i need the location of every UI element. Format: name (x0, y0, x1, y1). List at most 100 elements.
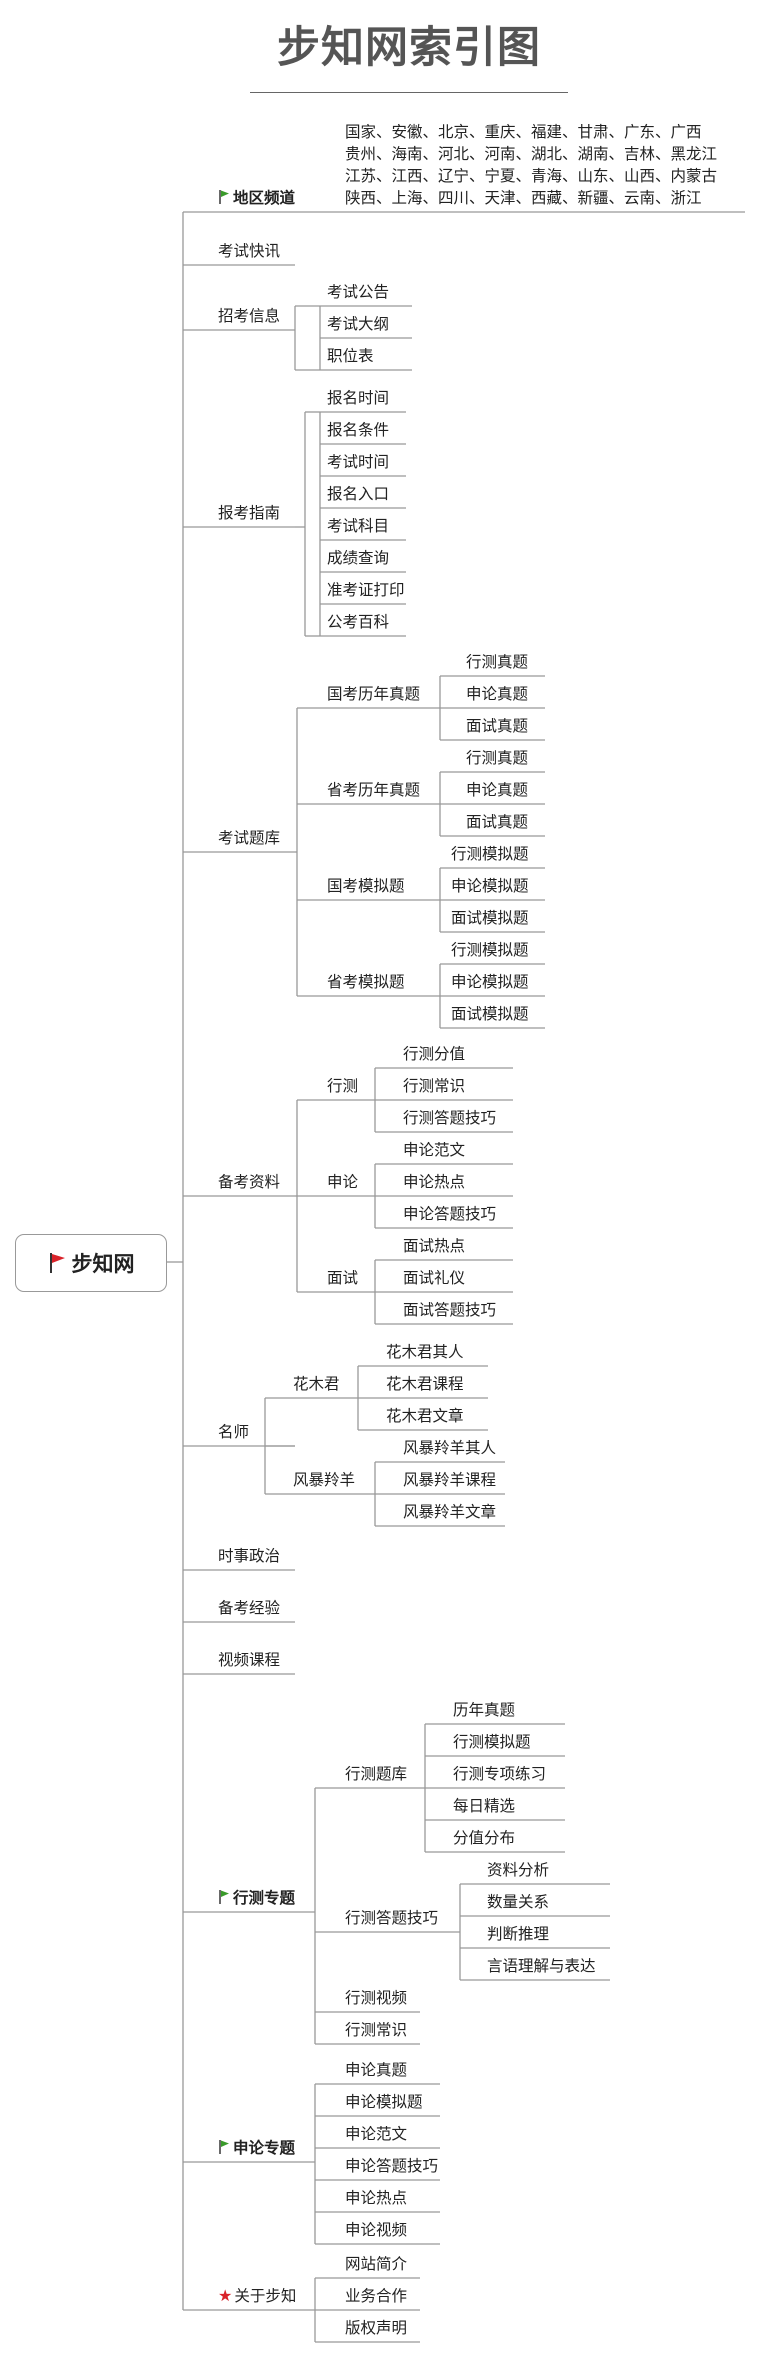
xingce-tiku-item[interactable]: 分值分布 (453, 1828, 515, 1848)
baokao-item[interactable]: 考试科目 (327, 516, 389, 536)
beikao-group[interactable]: 行测 (327, 1076, 358, 1096)
about-item[interactable]: 版权声明 (345, 2318, 407, 2338)
mingshi-item[interactable]: 风暴羚羊课程 (403, 1470, 496, 1490)
branch-jingyan[interactable]: 备考经验 (218, 1598, 280, 1618)
beikao-item-text: 面试答题技巧 (403, 1301, 497, 1319)
mingshi-item[interactable]: 风暴羚羊文章 (403, 1502, 496, 1522)
root-node[interactable]: 步知网 (15, 1234, 167, 1292)
branch-tiku[interactable]: 考试题库 (218, 828, 280, 848)
beikao-item[interactable]: 面试热点 (403, 1236, 465, 1256)
tiku-item-text: 面试模拟题 (451, 1005, 529, 1023)
branch-region[interactable]: 地区频道 (218, 188, 295, 208)
mingshi-item[interactable]: 风暴羚羊其人 (403, 1438, 496, 1458)
branch-about-text: 关于步知 (234, 2287, 297, 2305)
shenlun-item[interactable]: 申论真题 (345, 2060, 407, 2080)
baokao-item[interactable]: 报名条件 (327, 420, 389, 440)
xingce-changshi[interactable]: 行测常识 (345, 2020, 407, 2040)
mingshi-group[interactable]: 风暴羚羊 (293, 1470, 355, 1490)
tiku-group-text: 国考模拟题 (327, 877, 405, 895)
tiku-item[interactable]: 行测模拟题 (451, 844, 529, 864)
mingshi-item[interactable]: 花木君其人 (386, 1342, 464, 1362)
tiku-item[interactable]: 面试模拟题 (451, 1004, 529, 1024)
baokao-item[interactable]: 成绩查询 (327, 548, 389, 568)
zhaokao-item[interactable]: 职位表 (327, 346, 374, 366)
xingce-jiqiao-item[interactable]: 言语理解与表达 (487, 1956, 596, 1976)
tiku-item[interactable]: 申论模拟题 (451, 876, 529, 896)
tiku-item[interactable]: 面试模拟题 (451, 908, 529, 928)
tiku-group[interactable]: 国考历年真题 (327, 684, 420, 704)
tiku-item[interactable]: 行测模拟题 (451, 940, 529, 960)
baokao-item[interactable]: 报名入口 (327, 484, 389, 504)
beikao-item[interactable]: 行测答题技巧 (403, 1108, 496, 1128)
branch-baokao[interactable]: 报考指南 (218, 503, 280, 523)
beikao-item[interactable]: 面试答题技巧 (403, 1300, 496, 1320)
xingce-video[interactable]: 行测视频 (345, 1988, 407, 2008)
zhaokao-item-text: 考试公告 (327, 283, 390, 301)
shenlun-item[interactable]: 申论范文 (345, 2124, 407, 2144)
branch-kuaixun[interactable]: 考试快讯 (218, 241, 280, 261)
beikao-item[interactable]: 行测常识 (403, 1076, 465, 1096)
branch-shenlun[interactable]: 申论专题 (218, 2138, 295, 2158)
shenlun-item[interactable]: 申论模拟题 (345, 2092, 423, 2112)
beikao-group[interactable]: 面试 (327, 1268, 358, 1288)
tiku-group[interactable]: 省考模拟题 (327, 972, 405, 992)
beikao-item[interactable]: 申论答题技巧 (403, 1204, 496, 1224)
xingce-jiqiao-item[interactable]: 判断推理 (487, 1924, 549, 1944)
tiku-item[interactable]: 行测真题 (466, 652, 528, 672)
tiku-group[interactable]: 省考历年真题 (327, 780, 420, 800)
about-item[interactable]: 网站简介 (345, 2254, 407, 2274)
beikao-item[interactable]: 申论范文 (403, 1140, 465, 1160)
xingce-jiqiao[interactable]: 行测答题技巧 (345, 1908, 438, 1928)
tiku-item[interactable]: 申论真题 (466, 684, 528, 704)
branch-zhaokao[interactable]: 招考信息 (218, 306, 280, 326)
tiku-item[interactable]: 申论真题 (466, 780, 528, 800)
title-underline (250, 92, 568, 93)
zhaokao-item[interactable]: 考试公告 (327, 282, 389, 302)
tiku-item[interactable]: 面试真题 (466, 812, 528, 832)
branch-mingshi[interactable]: 名师 (218, 1422, 249, 1442)
beikao-item[interactable]: 申论热点 (403, 1172, 465, 1192)
branch-tiku-text: 考试题库 (218, 829, 281, 847)
baokao-item[interactable]: 准考证打印 (327, 580, 405, 600)
shenlun-item[interactable]: 申论答题技巧 (345, 2156, 438, 2176)
branch-xingce[interactable]: 行测专题 (218, 1888, 295, 1908)
baokao-item[interactable]: 考试时间 (327, 452, 389, 472)
tiku-item[interactable]: 面试真题 (466, 716, 528, 736)
mingshi-item[interactable]: 花木君文章 (386, 1406, 464, 1426)
beikao-item[interactable]: 行测分值 (403, 1044, 465, 1064)
xingce-jiqiao-item[interactable]: 数量关系 (487, 1892, 549, 1912)
xingce-tiku-item[interactable]: 历年真题 (453, 1700, 515, 1720)
xingce-tiku[interactable]: 行测题库 (345, 1764, 407, 1784)
branch-shipin[interactable]: 视频课程 (218, 1650, 280, 1670)
xingce-tiku-item[interactable]: 每日精选 (453, 1796, 515, 1816)
zhaokao-item[interactable]: 考试大纲 (327, 314, 389, 334)
tiku-group[interactable]: 国考模拟题 (327, 876, 405, 896)
branch-region-text: 地区频道 (233, 189, 296, 207)
branch-beikao[interactable]: 备考资料 (218, 1172, 280, 1192)
mingshi-item[interactable]: 花木君课程 (386, 1374, 464, 1394)
mingshi-group[interactable]: 花木君 (293, 1374, 340, 1394)
branch-baokao-text: 报考指南 (218, 504, 281, 522)
xingce-tiku-item[interactable]: 行测专项练习 (453, 1764, 546, 1784)
branch-zhaokao-text: 招考信息 (218, 307, 281, 325)
xingce-tiku-item[interactable]: 行测模拟题 (453, 1732, 531, 1752)
baokao-item[interactable]: 报名时间 (327, 388, 389, 408)
beikao-group[interactable]: 申论 (327, 1172, 358, 1192)
shenlun-item[interactable]: 申论视频 (345, 2220, 407, 2240)
xingce-jiqiao-text: 行测答题技巧 (345, 1909, 439, 1927)
branch-xingce-text: 行测专题 (233, 1889, 296, 1907)
beikao-item[interactable]: 面试礼仪 (403, 1268, 465, 1288)
tiku-item[interactable]: 行测真题 (466, 748, 528, 768)
baokao-item[interactable]: 公考百科 (327, 612, 389, 632)
branch-shishi[interactable]: 时事政治 (218, 1546, 280, 1566)
mingshi-item-text: 风暴羚羊其人 (403, 1439, 497, 1457)
xingce-tiku-item-text: 每日精选 (453, 1797, 516, 1815)
shenlun-item-text: 申论范文 (345, 2125, 408, 2143)
shenlun-item[interactable]: 申论热点 (345, 2188, 407, 2208)
about-item[interactable]: 业务合作 (345, 2286, 407, 2306)
branch-about[interactable]: ★关于步知 (218, 2286, 296, 2306)
tiku-item[interactable]: 申论模拟题 (451, 972, 529, 992)
xingce-jiqiao-item[interactable]: 资料分析 (487, 1860, 549, 1880)
shenlun-item-text: 申论热点 (345, 2189, 408, 2207)
